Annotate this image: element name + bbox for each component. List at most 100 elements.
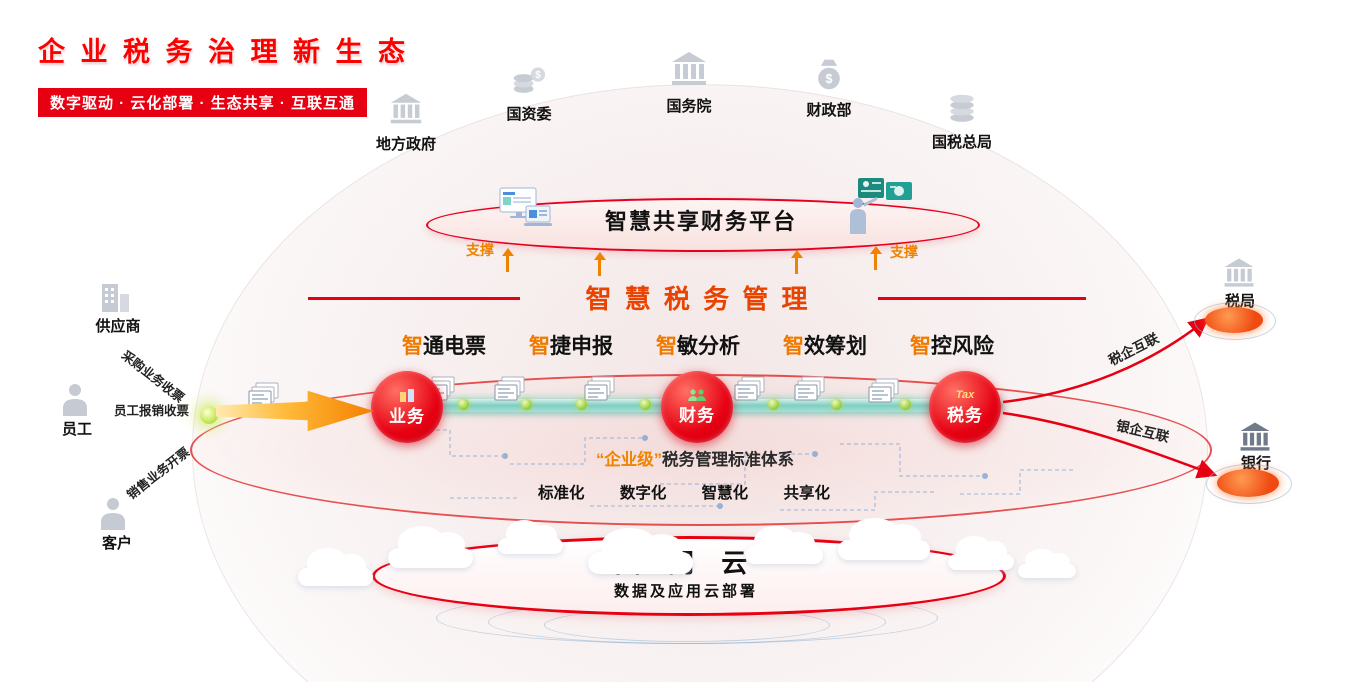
flow-purchase-label: 采购业务收票 — [118, 348, 187, 406]
tax-bureau-ring — [1194, 302, 1276, 340]
feature-highlight: 智 — [656, 335, 677, 358]
flow-dot — [458, 399, 469, 410]
cloud-icon — [498, 520, 563, 554]
employee-person-icon — [63, 384, 87, 416]
coin-stack-icon — [950, 94, 974, 122]
standards-title: “企业级”税务管理标准体系 — [500, 446, 890, 470]
gov-finance-ministry: $ 财政部 — [774, 56, 884, 120]
node-business: 业务 — [371, 371, 443, 443]
feature-item: 智效筹划 — [783, 330, 867, 360]
support-label-right: 支撑 — [890, 244, 918, 260]
bank-icon — [390, 93, 422, 124]
svg-text:$: $ — [825, 72, 832, 86]
cloud-icon — [588, 527, 693, 574]
cloud-icon — [298, 548, 373, 586]
feature-highlight: 智 — [529, 335, 550, 358]
flow-sales-label: 销售业务开票 — [124, 444, 193, 503]
standard-item: 标准化 — [538, 485, 585, 502]
invoice-stack-icon — [734, 376, 765, 401]
convergence-glow-dot — [200, 406, 218, 424]
bank-ring — [1206, 464, 1292, 504]
customer-label: 客户 — [101, 535, 132, 552]
gov-label: 国资委 — [506, 106, 552, 123]
standard-item: 共享化 — [783, 485, 830, 502]
support-arrow-icon — [593, 252, 606, 276]
subtitle-badge: 数字驱动 · 云化部署 · 生态共享 · 互联互通 — [38, 88, 367, 117]
invoice-stack-icon — [494, 376, 525, 401]
flow-dot — [831, 399, 842, 410]
tax-bureau-building-icon — [1224, 258, 1254, 287]
external-link-arrows — [1002, 317, 1218, 479]
divider-line-left — [308, 297, 520, 300]
standard-item: 数字化 — [619, 485, 667, 502]
cloud-icon — [948, 536, 1014, 570]
flow-dot — [768, 399, 779, 410]
divider-line-right — [878, 297, 1086, 300]
feature-text: 通电票 — [423, 335, 486, 358]
cloud-icon — [1018, 548, 1076, 578]
bank-node — [1217, 469, 1279, 497]
standards-items: 标准化 数字化 智慧化 共享化 — [538, 481, 830, 503]
standards-title-rest: 税务管理标准体系 — [662, 451, 794, 469]
gov-label: 财政部 — [806, 102, 852, 119]
supplier-label: 供应商 — [95, 318, 141, 335]
tax-management-title: 智 慧 税 务 管 理 — [585, 284, 811, 314]
people-icon — [688, 388, 706, 401]
supplier-building-icon — [102, 284, 129, 312]
invoice-stack-icon — [868, 378, 899, 403]
standards-title-highlight: “企业级” — [596, 451, 662, 469]
gov-sasac: $ 国资委 — [474, 62, 584, 124]
feature-item: 智敏分析 — [656, 330, 740, 360]
feature-text: 捷申报 — [550, 335, 613, 358]
node-label: 税务 — [947, 405, 983, 425]
svg-text:$: $ — [535, 70, 541, 81]
node-finance: 财务 — [661, 371, 733, 443]
support-arrow-icon — [869, 246, 882, 270]
customer-person-icon — [101, 498, 125, 530]
invoice-stack-icon — [248, 382, 279, 407]
invoice-stack-icon — [794, 376, 825, 401]
flow-dot — [900, 399, 911, 410]
bank-icon — [672, 52, 706, 85]
flow-dot — [576, 399, 587, 410]
feature-text: 效筹划 — [804, 335, 867, 358]
standard-item: 智慧化 — [701, 485, 749, 502]
feature-list: 智通电票 智捷申报 智敏分析 智效筹划 智控风险 — [402, 330, 994, 360]
node-tax: Tax 税务 — [929, 371, 1001, 443]
support-arrow-icon — [501, 248, 514, 272]
gov-state-council: 国务院 — [634, 50, 744, 116]
gov-label: 地方政府 — [375, 136, 436, 153]
flow-reimburse-label: 员工报销收票 — [114, 404, 190, 418]
feature-text: 控风险 — [931, 335, 994, 358]
building-icon — [400, 388, 414, 402]
feature-item: 智控风险 — [910, 330, 994, 360]
flow-dot — [640, 399, 651, 410]
tax-bureau-node — [1205, 307, 1263, 333]
feature-text: 敏分析 — [677, 335, 740, 358]
feature-highlight: 智 — [783, 335, 804, 358]
coins-icon: $ — [513, 67, 546, 93]
tax-badge: Tax — [955, 388, 975, 401]
presenter-with-boards-icon — [850, 178, 912, 234]
feature-highlight: 智 — [402, 335, 423, 358]
money-bag-icon: $ — [818, 59, 840, 90]
feature-item: 智捷申报 — [529, 330, 613, 360]
cloud-icon — [388, 526, 473, 568]
gov-label: 国务院 — [666, 98, 712, 115]
dashboard-monitor-icon — [499, 187, 552, 226]
cloud-subtitle: 数据及应用云部署 — [613, 583, 758, 600]
node-label: 业务 — [389, 406, 425, 426]
platform-title: 智慧共享财务平台 — [604, 209, 797, 234]
cloud-icon — [745, 526, 823, 564]
page-title: 企 业 税 务 治 理 新 生 态 — [38, 37, 410, 67]
gov-tax-administration: 国税总局 — [907, 88, 1017, 152]
employee-label: 员工 — [61, 421, 92, 438]
feature-highlight: 智 — [910, 335, 931, 358]
gov-label: 国税总局 — [931, 134, 992, 151]
bank-building-icon — [1240, 422, 1270, 451]
support-label-left: 支撑 — [466, 242, 494, 258]
cloud-icon — [838, 518, 930, 560]
flow-dot — [521, 399, 532, 410]
invoice-stack-icon — [584, 376, 615, 401]
